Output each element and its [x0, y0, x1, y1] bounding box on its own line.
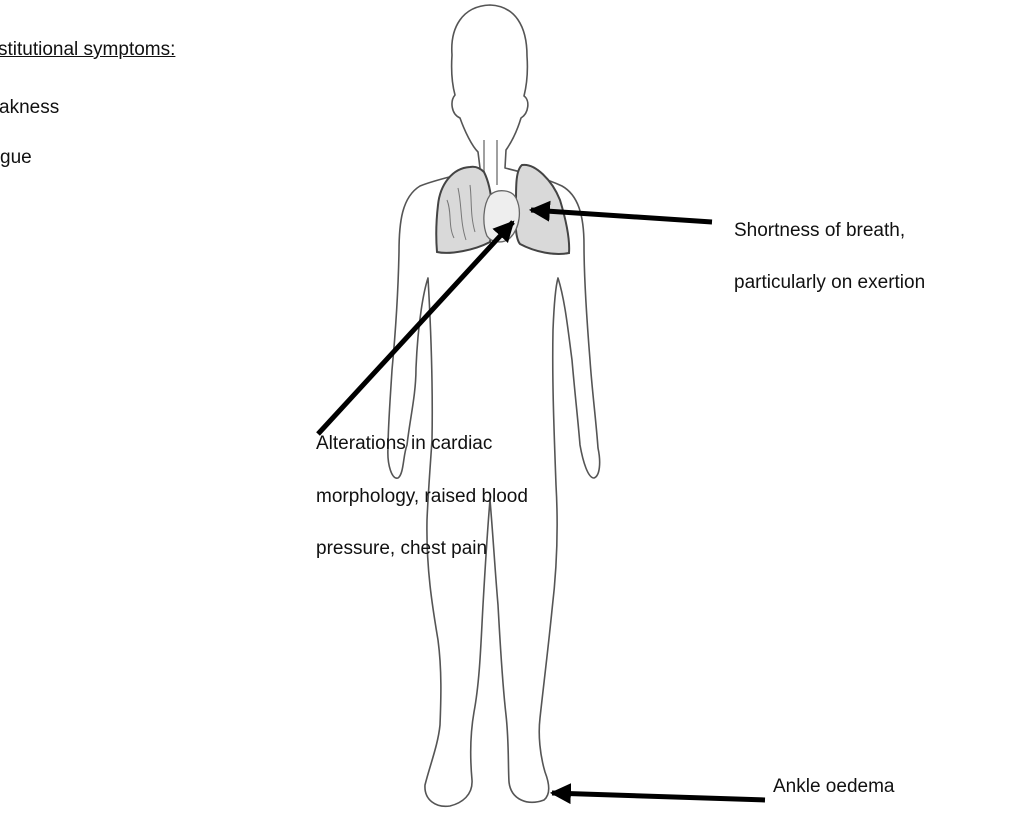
constitutional-heading: stitutional symptoms:: [0, 39, 175, 62]
breath-label-line1: Shortness of breath,: [734, 220, 905, 243]
arrow-ankle: [552, 793, 765, 800]
constitutional-item-weakness: akness: [0, 97, 59, 120]
constitutional-item-fatigue: gue: [0, 147, 32, 170]
ankle-label: Ankle oedema: [773, 776, 894, 799]
body-outline: [388, 5, 600, 806]
cardiac-label-line1: Alterations in cardiac: [316, 433, 492, 456]
cardiac-label-line3: pressure, chest pain: [316, 538, 487, 561]
cardiac-label-line2: morphology, raised blood: [316, 486, 528, 509]
breath-label-line2: particularly on exertion: [734, 272, 925, 295]
